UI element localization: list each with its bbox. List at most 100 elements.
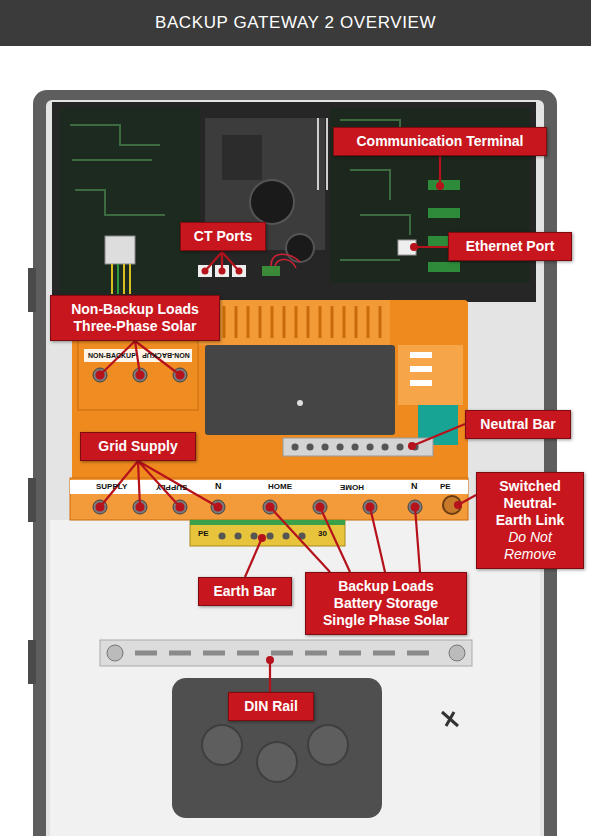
leader-dot: [96, 371, 105, 380]
leader-dot: [136, 503, 145, 512]
callout-box: Neutral Bar: [465, 410, 571, 439]
printed-marking: PE: [440, 483, 451, 491]
callout-text: Earth Bar: [205, 583, 285, 600]
callout-text: Communication Terminal: [340, 133, 540, 150]
busbar-holes: [295, 444, 415, 451]
non-backup-terminal-block: [78, 340, 198, 410]
din-rail-screw: [107, 645, 123, 661]
terminal-connector: [428, 180, 460, 190]
callout-box: CT Ports: [180, 222, 266, 251]
printed-marking: HOME: [268, 483, 292, 491]
dip-switch: [410, 366, 432, 372]
leader-line: [245, 538, 262, 577]
earth-bar-stripe: [190, 520, 345, 525]
leader-dot: [214, 503, 223, 512]
leader-dot: [96, 503, 105, 512]
leader-dot: [202, 268, 209, 275]
lower-cavity: [50, 520, 540, 836]
din-rail: [100, 640, 472, 666]
callout-text: Backup Loads Battery Storage Single Phas…: [317, 578, 455, 629]
leader-dot: [436, 182, 444, 190]
leader-line: [414, 246, 448, 248]
cable-knockout: [257, 742, 297, 782]
enclosure-hinge: [28, 640, 36, 684]
left-circuit-board: [60, 108, 200, 293]
callout-box: Switched Neutral-Earth LinkDo Not Remove: [476, 472, 584, 569]
printed-marking: NON-BACKUP: [88, 352, 136, 359]
callout-note: Do Not Remove: [487, 529, 573, 563]
leader-dot: [411, 503, 420, 512]
callout-text: CT Ports: [187, 228, 259, 245]
enclosure-outer: [33, 90, 557, 836]
callout-box: Ethernet Port: [448, 232, 572, 261]
leader-dot: [410, 243, 418, 251]
leader-lines: [100, 155, 476, 692]
din-rail-slots: [135, 651, 440, 656]
enclosure-hinge: [28, 268, 36, 312]
terminal-connector: [428, 262, 460, 272]
printed-marking: 30: [318, 530, 327, 538]
harness-wire: [117, 264, 119, 294]
leader-line: [270, 507, 420, 572]
terminal-screw: [313, 500, 327, 514]
leader-dot: [454, 501, 462, 509]
power-module-boss: [286, 234, 314, 262]
callout-box: Communication Terminal: [333, 127, 547, 156]
callout-box: Non-Backup Loads Three-Phase Solar: [50, 295, 220, 341]
terminal-screw: [363, 500, 377, 514]
leader-dot: [236, 268, 243, 275]
standoff-pins: [318, 118, 327, 190]
neutral-earth-link: [443, 496, 461, 514]
power-module-mount: [222, 135, 262, 180]
leader-dot: [258, 534, 266, 542]
leader-dot: [266, 656, 274, 664]
leader-dot: [176, 371, 185, 380]
neutral-busbar: [283, 438, 433, 456]
leader-line: [439, 155, 441, 186]
vent-grille: [190, 300, 390, 345]
callout-box: Grid Supply: [80, 432, 196, 461]
din-rail-screw: [449, 645, 465, 661]
earth-bar: [190, 520, 345, 546]
printed-marking: NON-BACKUP: [142, 352, 190, 359]
terminal-screw: [211, 500, 225, 514]
leader-dot: [366, 503, 375, 512]
printed-marking: SUPPLY: [156, 483, 187, 491]
power-module-boss: [250, 180, 294, 224]
vent-slots: [200, 306, 380, 338]
leader-dot: [266, 503, 275, 512]
signal-connector: [262, 266, 280, 276]
leader-dot: [408, 442, 416, 450]
callout-text: Grid Supply: [87, 438, 189, 455]
leader-dots: [96, 182, 463, 664]
callout-text: Ethernet Port: [455, 238, 565, 255]
signal-wires: [271, 254, 300, 268]
printed-marking: N: [411, 482, 418, 491]
dip-switch-panel: [398, 345, 463, 405]
callout-box: Backup Loads Battery Storage Single Phas…: [305, 572, 467, 635]
callout-text: DIN Rail: [235, 698, 307, 715]
leader-dot: [219, 268, 226, 275]
leader-dot: [136, 371, 145, 380]
leader-line: [412, 424, 465, 446]
enclosure-hinge: [28, 478, 36, 522]
diagram-title: BACKUP GATEWAY 2 OVERVIEW: [155, 13, 436, 33]
harness-plug: [105, 236, 135, 264]
main-terminal-rail: [70, 478, 468, 520]
title-band: BACKUP GATEWAY 2 OVERVIEW: [0, 0, 591, 46]
leader-line: [269, 660, 271, 692]
leader-dot: [316, 503, 325, 512]
printed-marking: HOME: [340, 483, 364, 491]
printed-marking: PE: [198, 530, 209, 538]
callout-text: Non-Backup Loads Three-Phase Solar: [56, 301, 214, 335]
dip-switch: [410, 380, 432, 386]
printed-marking: N: [215, 482, 222, 491]
relay-cover-screw: [297, 400, 303, 406]
cable-knockout: [308, 725, 348, 765]
loose-screw: [442, 712, 458, 726]
leader-dot: [176, 503, 185, 512]
dip-switch: [410, 352, 432, 358]
terminal-connector: [428, 208, 460, 218]
cable-knockout: [202, 725, 242, 765]
